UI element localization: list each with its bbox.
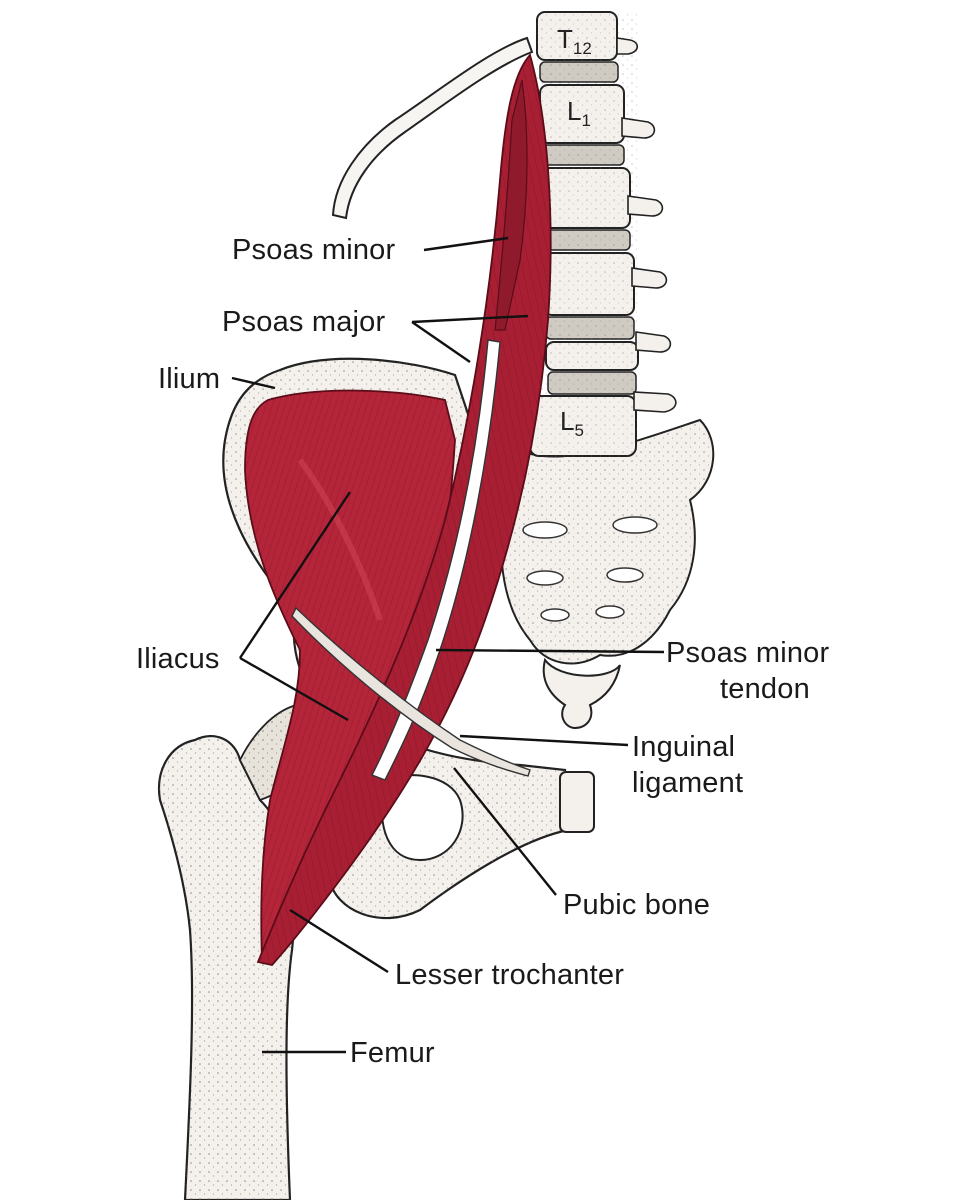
rib [331,36,534,220]
label-psoas-minor: Psoas minor [232,234,396,266]
coccyx [542,657,621,730]
label-psoas-minor-tendon-line2: tendon [720,673,810,705]
label-inguinal-ligament-line1: Inguinal [632,731,736,763]
inguinal-ligament [291,606,531,777]
iliacus-muscle [244,389,456,961]
lumbar-spine [529,11,677,457]
psoas-minor-muscle [494,79,528,331]
label-psoas-minor-tendon-line1: Psoas minor [666,637,830,669]
label-inguinal-ligament-line2: ligament [632,767,744,799]
label-pubic-bone: Pubic bone [563,889,711,921]
label-ilium: Ilium [158,363,221,395]
label-lesser-trochanter: Lesser trochanter [395,959,625,991]
vertebra-label-l5: L5 [560,406,584,441]
vertebra-label-t12: T12 [557,24,592,59]
femur-bone [157,702,331,1200]
vertebra-label-l1: L1 [567,96,591,131]
psoas-minor-tendon [371,339,501,781]
label-psoas-major: Psoas major [222,306,386,338]
label-iliacus: Iliacus [136,643,220,675]
sacrum [500,418,715,730]
leader-lines [231,236,665,1054]
label-femur: Femur [350,1037,435,1069]
